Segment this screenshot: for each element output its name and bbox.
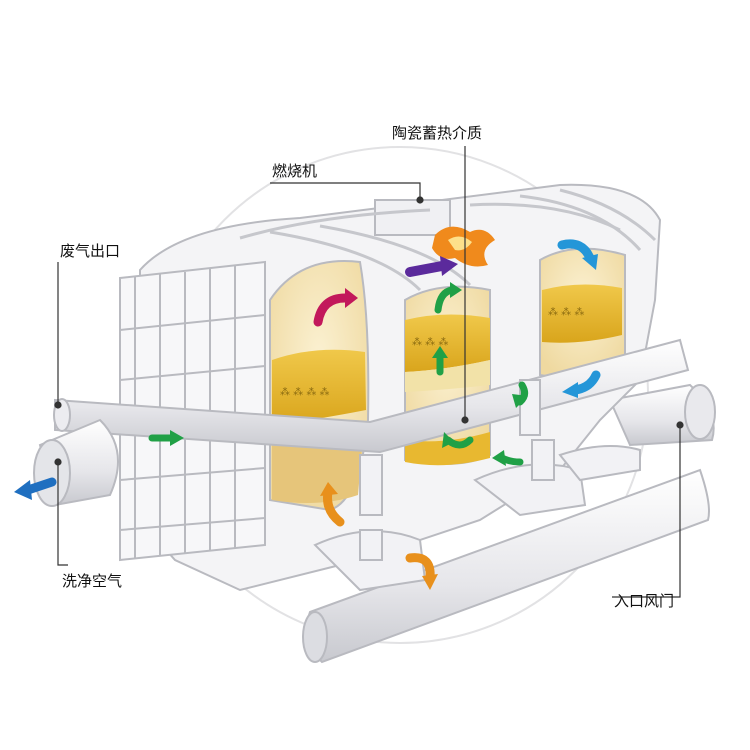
svg-text:⁂ ⁂ ⁂: ⁂ ⁂ ⁂ bbox=[412, 336, 448, 348]
label-inlet-damper: 入口风门 bbox=[614, 592, 675, 610]
arrow-orange-2 bbox=[405, 553, 435, 583]
arrow-purple bbox=[405, 261, 447, 277]
arrow-magenta bbox=[313, 293, 350, 327]
burner-flame bbox=[432, 226, 495, 267]
outlet-pipe bbox=[33, 418, 119, 507]
label-ceramic-media: 陶瓷蓄热介质 bbox=[392, 124, 483, 142]
svg-text:⁂ ⁂ ⁂: ⁂ ⁂ ⁂ bbox=[548, 306, 584, 318]
svg-text:⁂ ⁂ ⁂ ⁂: ⁂ ⁂ ⁂ ⁂ bbox=[280, 386, 330, 398]
flow-arrows bbox=[14, 239, 601, 590]
label-exhaust-outlet: 废气出口 bbox=[60, 242, 121, 260]
inlet-pipe bbox=[608, 383, 716, 447]
bottom-main-pipe bbox=[302, 468, 710, 664]
arrow-cyan-1 bbox=[557, 239, 595, 263]
leader-lines bbox=[54, 146, 684, 598]
arrow-blue-outlet bbox=[23, 477, 57, 495]
label-burner: 燃烧机 bbox=[272, 162, 318, 180]
label-clean-air: 洗净空气 bbox=[62, 572, 123, 590]
valve-hoppers bbox=[313, 379, 641, 592]
